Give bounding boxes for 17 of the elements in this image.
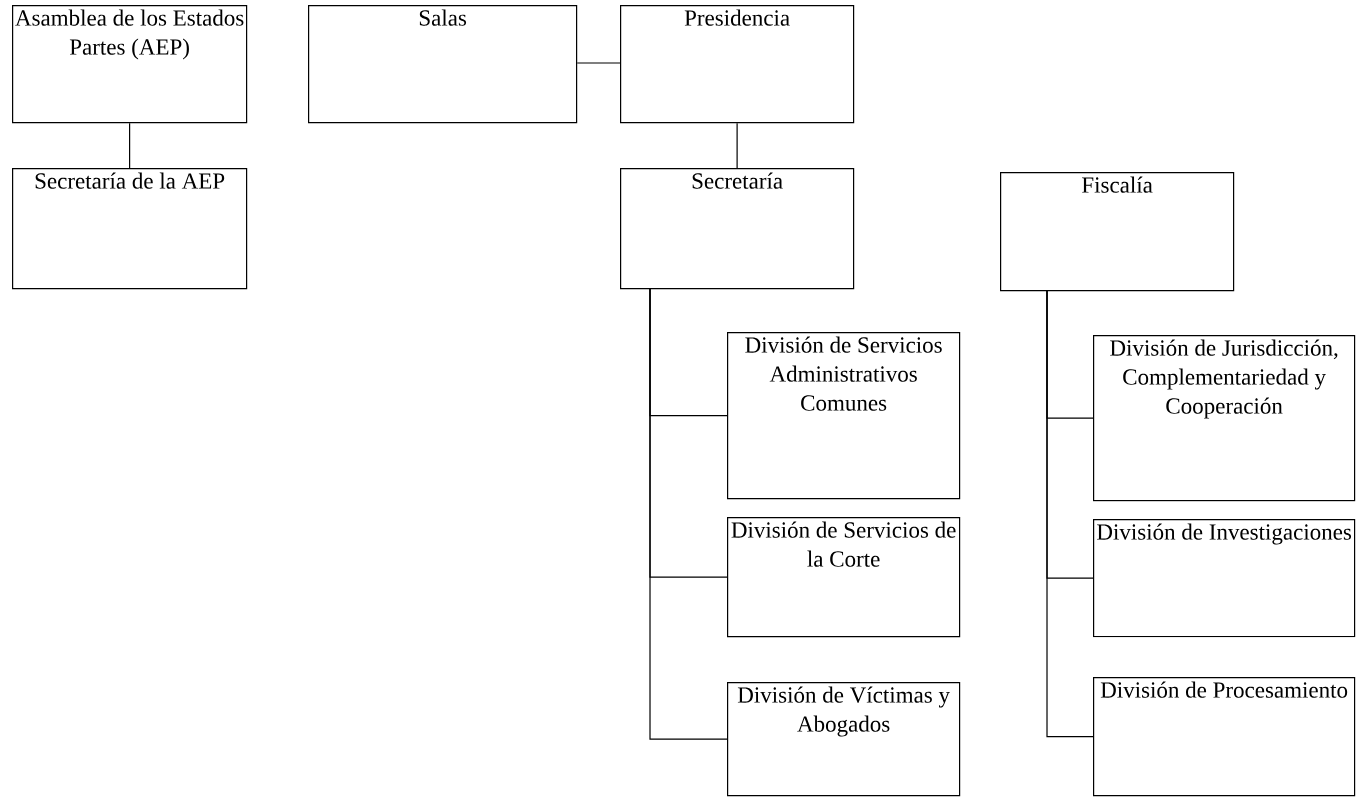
- connector-line: [129, 122, 131, 169]
- connector-line: [649, 287, 728, 740]
- org-box: Fiscalía: [1000, 172, 1235, 292]
- org-box: División de Víctimas y Abogados: [727, 682, 961, 797]
- org-box: Presidencia: [620, 5, 855, 124]
- org-box: Secretaría: [620, 168, 855, 290]
- org-box: Asamblea de los Estados Partes (AEP): [12, 5, 248, 124]
- org-box: División de Servicios Administrativos Comunes: [727, 332, 961, 500]
- org-box: División de Investigaciones: [1093, 519, 1356, 638]
- org-box: División de Servicios de la Corte: [727, 517, 961, 638]
- org-box: División de Jurisdicción, Complementariedad y Cooperación: [1093, 335, 1356, 502]
- connector-line: [736, 122, 738, 169]
- connector-line: [1046, 289, 1094, 738]
- org-box: División de Procesamiento: [1093, 677, 1356, 797]
- org-box: Secretaría de la AEP: [12, 168, 248, 290]
- connector-line: [576, 62, 621, 64]
- org-box: Salas: [308, 5, 578, 124]
